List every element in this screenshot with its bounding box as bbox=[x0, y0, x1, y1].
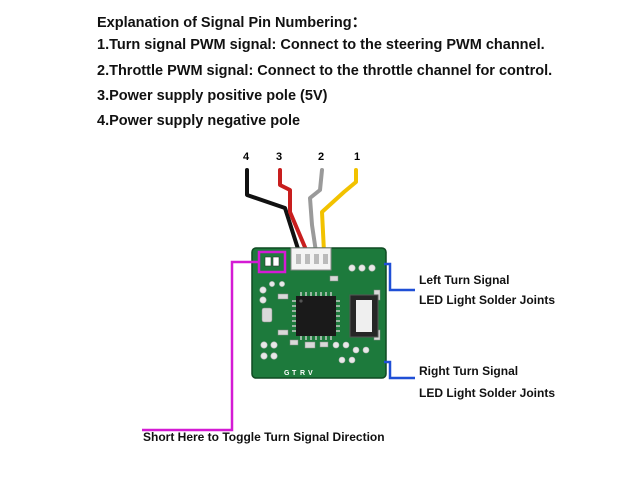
silkscreen-r: R bbox=[300, 370, 305, 377]
wire-pin4-black bbox=[245, 168, 301, 254]
silkscreen-v: V bbox=[308, 370, 313, 377]
explanation-heading: Explanation of Signal Pin Numbering： bbox=[97, 15, 367, 31]
explanation-line-3: 3.Power supply positive pole (5V) bbox=[97, 88, 328, 104]
pin-number-2: 2 bbox=[318, 151, 324, 163]
silkscreen-t: T bbox=[292, 370, 297, 377]
short-pad-caption: Short Here to Toggle Turn Signal Directi… bbox=[143, 430, 385, 444]
short-pad-pointer-line bbox=[142, 260, 259, 432]
left-signal-title: Left Turn Signal bbox=[419, 273, 510, 287]
pin-number-4: 4 bbox=[243, 151, 250, 163]
silkscreen-g: G bbox=[284, 370, 290, 377]
pin-number-1: 1 bbox=[354, 151, 360, 163]
pin-number-3: 3 bbox=[276, 151, 282, 163]
right-signal-pointer bbox=[384, 360, 415, 380]
solder-pads bbox=[259, 264, 376, 364]
explanation-line-1: 1.Turn signal PWM signal: Connect to the… bbox=[97, 37, 545, 53]
explanation-line-4: 4.Power supply negative pole bbox=[97, 113, 301, 129]
explanation-line-2: 2.Throttle PWM signal: Connect to the th… bbox=[97, 63, 553, 79]
left-signal-sub: LED Light Solder Joints bbox=[419, 293, 556, 307]
wire-connector bbox=[290, 247, 332, 271]
wire-pin1-yellow bbox=[320, 168, 358, 254]
right-signal-title: Right Turn Signal bbox=[419, 364, 519, 378]
right-signal-sub: LED Light Solder Joints bbox=[419, 386, 556, 400]
microcontroller-chip bbox=[292, 292, 340, 340]
left-signal-pointer bbox=[384, 262, 415, 292]
wire-pin2-gray bbox=[308, 168, 324, 254]
wire-pin3-red bbox=[278, 168, 309, 254]
